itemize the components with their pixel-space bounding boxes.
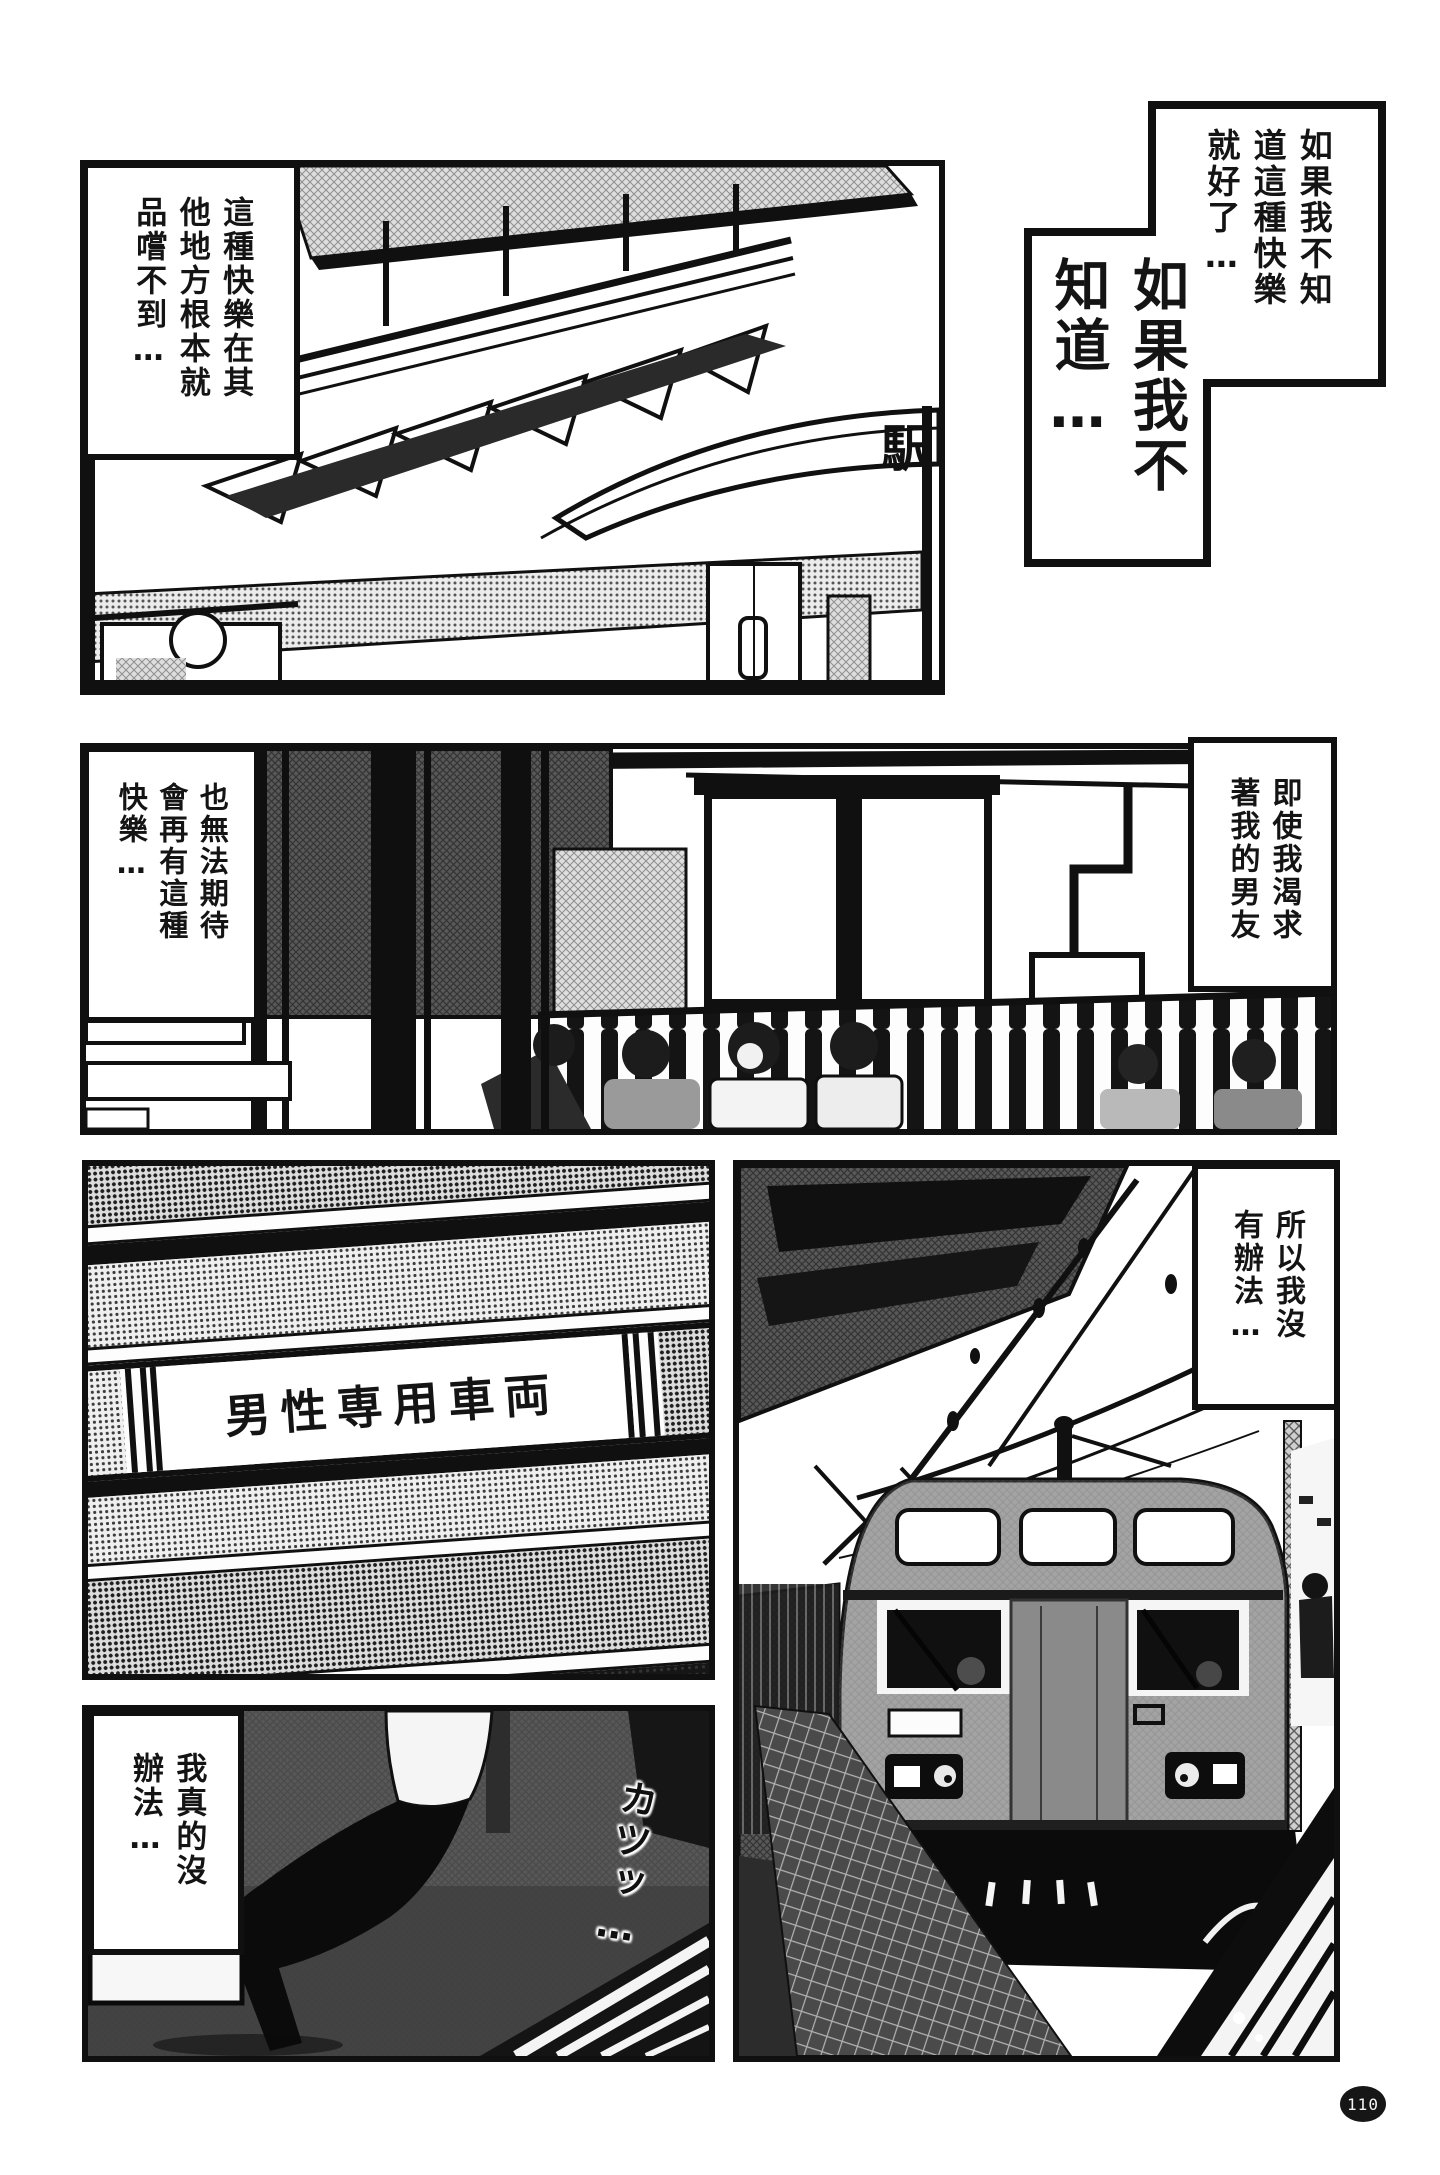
coupler-marks <box>985 1879 1098 1907</box>
panel-4-art <box>739 1166 1334 2056</box>
monologue-small-wrap: 如果我不知道這種快樂就好了… <box>1164 128 1370 338</box>
panel-1-station-concourse: 駅 <box>80 160 945 695</box>
panel2-caption-right-box: 即使我渴求著我的男友 <box>1188 737 1337 992</box>
panel-4-train-front <box>733 1160 1340 2062</box>
second-leg-shadow <box>628 1711 709 1849</box>
crowd-silhouettes <box>481 1022 1302 1129</box>
panel-1-art: 駅 <box>86 166 939 689</box>
leg <box>384 1711 494 1809</box>
panel-2-platform-crowd <box>80 743 1337 1135</box>
roof-antenna <box>1054 1416 1172 1490</box>
monologue-box-shape <box>1024 101 1386 567</box>
panel2-caption-right-text: 即使我渴求著我的男友 <box>1224 777 1302 942</box>
panel4-caption-box: 所以我沒有辦法… <box>1192 1163 1340 1410</box>
panel-2-art <box>86 749 1331 1129</box>
page-number: 110 <box>1347 2094 1379 2114</box>
monologue-large-wrap: 如果我不知道… <box>1034 256 1198 522</box>
monologue-small-text: 如果我不知道這種快樂就好了… <box>1201 128 1334 308</box>
high-heel-shoe <box>153 1799 470 2056</box>
men-only-sign-text: 男性専用車両 <box>222 1366 562 1445</box>
hanging-sign <box>694 775 1000 1007</box>
panel5-caption-box: 我真的沒辦法… <box>88 1710 244 1955</box>
monologue-large-text: 如果我不知道… <box>1045 256 1189 496</box>
platform-person <box>1291 1438 1334 1726</box>
panel2-caption-left-box: 也無法期待會再有這種快樂… <box>83 746 260 1023</box>
panel1-caption-text: 這種快樂在其他地方根本就品嚐不到… <box>130 196 254 400</box>
panel-3-train-side: 男性専用車両 <box>82 1160 715 1680</box>
page-number-badge: 110 <box>1340 2086 1386 2122</box>
train-front <box>836 1477 1290 1833</box>
panel5-caption-text: 我真的沒辦法… <box>127 1752 207 1888</box>
panel2-caption-left-text: 也無法期待會再有這種快樂… <box>114 782 230 942</box>
catenary-insulators <box>947 1238 1177 1431</box>
platform-edge-stripes <box>480 1923 709 2056</box>
train-side-bands: 男性専用車両 <box>88 1166 709 1674</box>
panel4-caption-text: 所以我沒有辦法… <box>1228 1209 1305 1346</box>
panel1-caption-box: 這種快樂在其他地方根本就品嚐不到… <box>82 162 300 460</box>
